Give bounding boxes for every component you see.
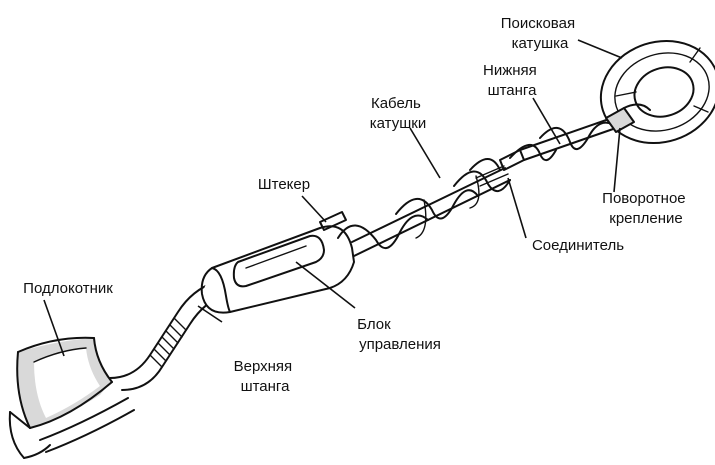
leader-lines bbox=[43, 39, 623, 357]
label-lower-shaft: Нижняя штанга bbox=[483, 62, 541, 99]
leader-connector bbox=[507, 177, 527, 239]
label-plug: Штекер bbox=[258, 176, 310, 193]
leader-plug bbox=[301, 195, 327, 223]
label-search-coil: Поисковая катушка bbox=[501, 15, 580, 52]
label-coil-cable: Кабель катушки bbox=[370, 95, 426, 132]
label-swivel-mount: Поворотное крепление bbox=[602, 190, 690, 227]
coil-cable-illustration bbox=[337, 121, 613, 249]
leader-upper-shaft bbox=[197, 305, 223, 323]
label-upper-shaft: Верхняя штанга bbox=[234, 358, 297, 395]
search-coil-illustration bbox=[599, 39, 715, 145]
label-connector: Соединитель bbox=[532, 237, 624, 254]
label-control-unit: Блок управления bbox=[357, 316, 441, 353]
leader-lower-shaft bbox=[532, 97, 561, 145]
label-armrest: Подлокотник bbox=[23, 280, 113, 297]
armrest-illustration bbox=[8, 336, 135, 459]
control-unit-illustration bbox=[200, 225, 355, 314]
leader-armrest bbox=[43, 299, 65, 357]
leader-coil-cable bbox=[409, 127, 441, 179]
leader-search-coil bbox=[577, 39, 623, 59]
leader-control-unit bbox=[295, 261, 356, 309]
leader-swivel-mount bbox=[613, 127, 621, 193]
